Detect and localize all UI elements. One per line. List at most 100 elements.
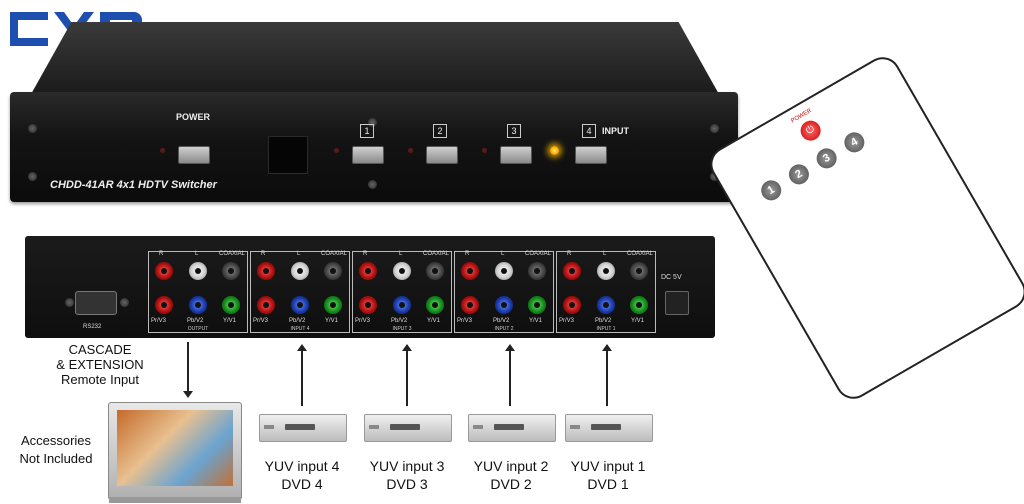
- cascade-line-1: CASCADE: [68, 342, 132, 357]
- dvd-2-label: YUV input 2 DVD 2: [461, 457, 561, 493]
- panel-name: INPUT 4: [290, 326, 310, 332]
- dvd-3-label: YUV input 3 DVD 3: [357, 457, 457, 493]
- panel-label-y: Y/V1: [325, 318, 339, 324]
- pr-jack: [461, 296, 479, 314]
- input-4-active-led-icon: [550, 146, 559, 155]
- pb-jack: [495, 296, 513, 314]
- panel-label-y: Y/V1: [427, 318, 441, 324]
- input-1-panel: R L COAXIAL Pr/V3 Pb/V2 Y/V1 INPUT 1: [556, 251, 656, 333]
- panel-label-coaxial: COAXIAL: [423, 251, 450, 257]
- switcher-front-view: POWER 1 2 3 4 INPUT CHDD-41AR 4x1 HDTV S…: [10, 22, 738, 202]
- screw-icon: [710, 124, 719, 133]
- screw-icon: [28, 172, 37, 181]
- panel-label-l: L: [195, 251, 199, 257]
- input-1-arrow: [602, 344, 612, 406]
- remote-button-1[interactable]: 1: [757, 176, 785, 205]
- panel-label-coaxial: COAXIAL: [321, 251, 348, 257]
- dvd-player-1: [565, 414, 653, 442]
- audio-r-jack: [155, 262, 173, 280]
- panel-label-r: R: [363, 251, 368, 257]
- coaxial-jack: [426, 262, 444, 280]
- y-jack: [528, 296, 546, 314]
- coaxial-jack: [324, 262, 342, 280]
- pr-jack: [257, 296, 275, 314]
- input-2-number: 2: [433, 124, 447, 138]
- panel-label-pr: Pr/V3: [355, 318, 371, 324]
- input-1-number: 1: [360, 124, 374, 138]
- rs232-label: RS232: [83, 324, 102, 330]
- panel-label-y: Y/V1: [223, 318, 237, 324]
- audio-r-jack: [257, 262, 275, 280]
- dvd-4-label: YUV input 4 DVD 4: [252, 457, 352, 493]
- power-button[interactable]: [178, 146, 210, 164]
- tv-screen: [117, 410, 233, 486]
- dvd-player-4: [259, 414, 347, 442]
- panel-label-r: R: [465, 251, 470, 257]
- input-2-arrow: [505, 344, 515, 406]
- input-4-arrow: [297, 344, 307, 406]
- input-3-button[interactable]: [500, 146, 532, 164]
- remote-button-4[interactable]: 4: [840, 128, 869, 157]
- pb-jack: [393, 296, 411, 314]
- dvd-2-name-text: DVD 2: [490, 476, 532, 492]
- input-4-button[interactable]: [575, 146, 607, 164]
- input-2-button[interactable]: [426, 146, 458, 164]
- panel-label-coaxial: COAXIAL: [525, 251, 552, 257]
- screw-icon: [65, 298, 74, 307]
- panel-label-coaxial: COAXIAL: [219, 251, 246, 257]
- panel-label-l: L: [501, 251, 505, 257]
- panel-label-r: R: [567, 251, 572, 257]
- input-3-arrow: [402, 344, 412, 406]
- input-2-led-icon: [408, 148, 413, 153]
- panel-name: INPUT 2: [494, 326, 514, 332]
- remote-power-button[interactable]: ⏻: [796, 116, 825, 145]
- pr-jack: [155, 296, 173, 314]
- dvd-4-input-text: YUV input 4: [264, 458, 340, 474]
- pr-jack: [563, 296, 581, 314]
- panel-label-y: Y/V1: [529, 318, 543, 324]
- input-1-button[interactable]: [352, 146, 384, 164]
- input-3-led-icon: [482, 148, 487, 153]
- dvd-2-input-text: YUV input 2: [473, 458, 549, 474]
- dvd-1-label: YUV input 1 DVD 1: [558, 457, 658, 493]
- dvd-player-3: [364, 414, 452, 442]
- dvd-1-name-text: DVD 1: [587, 476, 629, 492]
- y-jack: [222, 296, 240, 314]
- remote-button-3[interactable]: 3: [812, 144, 841, 173]
- coaxial-jack: [630, 262, 648, 280]
- dvd-1-input-text: YUV input 1: [570, 458, 646, 474]
- screw-icon: [368, 118, 377, 127]
- audio-l-jack: [597, 262, 615, 280]
- panel-label-pb: Pb/V2: [391, 318, 408, 324]
- panel-label-pb: Pb/V2: [595, 318, 612, 324]
- coaxial-jack: [528, 262, 546, 280]
- input-4-panel: R L COAXIAL Pr/V3 Pb/V2 Y/V1 INPUT 4: [250, 251, 350, 333]
- pb-jack: [597, 296, 615, 314]
- audio-l-jack: [291, 262, 309, 280]
- screw-icon: [28, 124, 37, 133]
- accessories-note: Accessories Not Included: [4, 432, 108, 468]
- y-jack: [324, 296, 342, 314]
- front-panel: POWER 1 2 3 4 INPUT CHDD-41AR 4x1 HDTV S…: [10, 92, 738, 202]
- panel-label-y: Y/V1: [631, 318, 645, 324]
- cascade-line-3: Remote Input: [60, 372, 140, 387]
- pb-jack: [291, 296, 309, 314]
- panel-label-coaxial: COAXIAL: [627, 251, 654, 257]
- audio-l-jack: [393, 262, 411, 280]
- input-1-led-icon: [334, 148, 339, 153]
- television: [108, 402, 242, 503]
- panel-label-r: R: [261, 251, 266, 257]
- power-led-icon: [160, 148, 165, 153]
- panel-label-pr: Pr/V3: [559, 318, 575, 324]
- screw-icon: [368, 180, 377, 189]
- accessories-line-1: Accessories: [20, 433, 92, 448]
- remote-button-2[interactable]: 2: [785, 160, 813, 189]
- audio-l-jack: [495, 262, 513, 280]
- audio-r-jack: [461, 262, 479, 280]
- cascade-line-2: & EXTENSION: [56, 357, 144, 372]
- input-3-panel: R L COAXIAL Pr/V3 Pb/V2 Y/V1 INPUT 3: [352, 251, 452, 333]
- tv-base: [109, 497, 241, 503]
- panel-name: OUTPUT: [187, 326, 209, 332]
- front-top-cover: [30, 22, 720, 96]
- audio-l-jack: [189, 262, 207, 280]
